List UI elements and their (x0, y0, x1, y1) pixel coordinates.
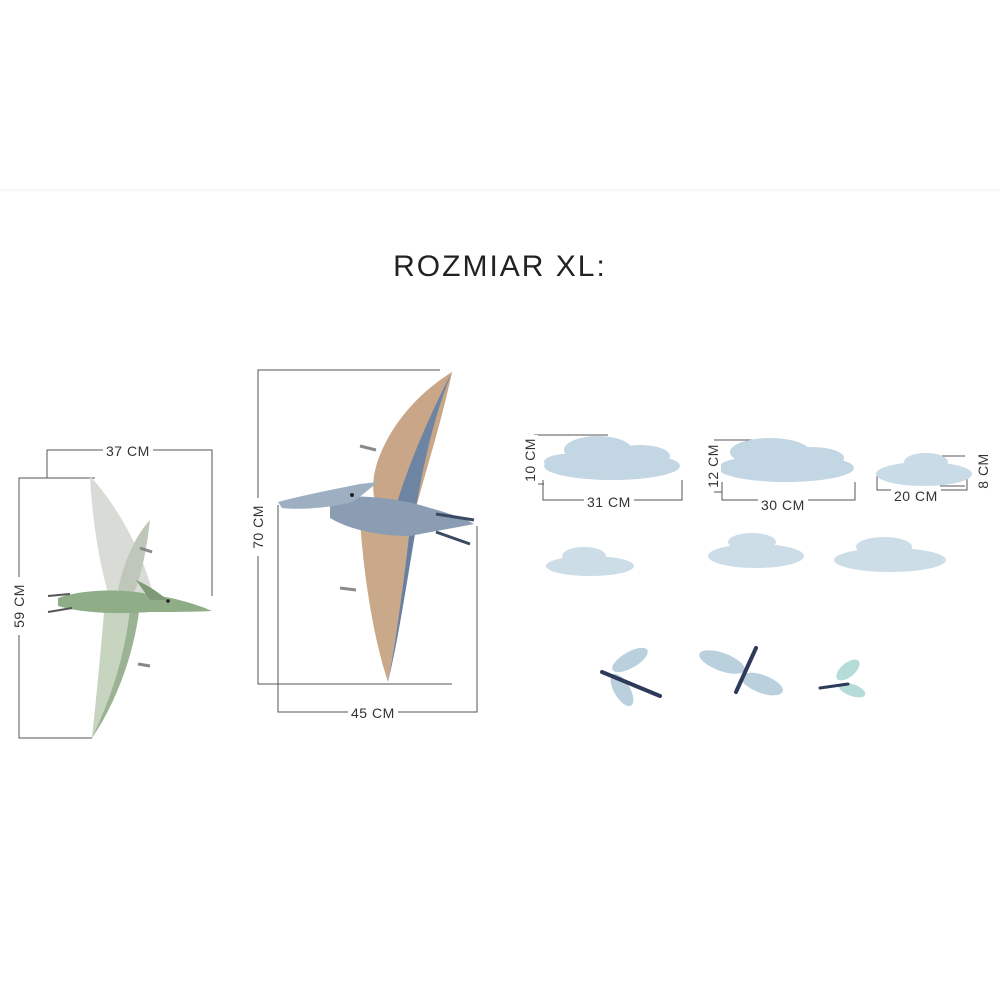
large-pterosaur-width-label: 45 CM (348, 705, 398, 721)
cloud-row2-3-icon (834, 537, 946, 572)
cloud-row2-1-icon (546, 547, 634, 576)
cloud-small-icon (876, 453, 972, 486)
small-pterosaur-height-label: 59 CM (11, 577, 27, 635)
cloud-3-width-label: 20 CM (891, 488, 941, 504)
small-pterosaur-width-label: 37 CM (103, 443, 153, 459)
cloud-2-height-label: 12 CM (705, 441, 721, 491)
cloud-large-1-icon (544, 436, 680, 480)
large-pterosaur-height-label: 70 CM (250, 498, 266, 556)
page-title: ROZMIAR XL: (393, 250, 607, 283)
cloud-1-height-label: 10 CM (522, 435, 538, 485)
cloud-3-height-label: 8 CM (975, 446, 991, 496)
cloud-row2-2-icon (708, 533, 804, 568)
large-pterosaur-icon (278, 372, 475, 682)
dragonfly-2-icon (699, 646, 783, 696)
cloud-1-width-label: 31 CM (584, 494, 634, 510)
dragonfly-1-icon (600, 647, 662, 707)
cloud-large-2-icon (718, 438, 854, 482)
dragonfly-3-icon (818, 659, 866, 698)
cloud-2-width-label: 30 CM (758, 497, 808, 513)
small-pterosaur-icon (47, 476, 212, 738)
